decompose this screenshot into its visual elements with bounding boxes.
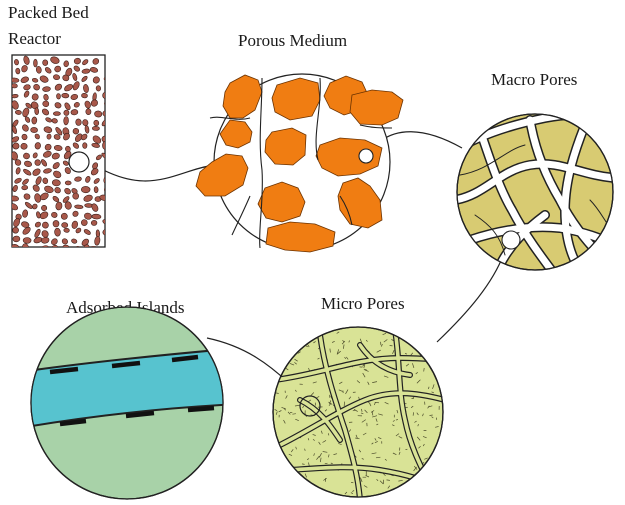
- pellet: [63, 116, 68, 125]
- pellet: [105, 58, 112, 66]
- adsorbed-islands: [20, 307, 240, 499]
- pellet: [96, 85, 101, 91]
- pellet: [75, 119, 81, 126]
- pellet: [55, 202, 62, 211]
- connector-reactor-to-porous: [89, 162, 215, 181]
- pellet: [23, 237, 31, 243]
- pellet: [21, 143, 28, 149]
- micro-pores-label: Micro Pores: [321, 294, 405, 313]
- pellet: [106, 128, 113, 133]
- pellet: [105, 84, 113, 92]
- pellet: [92, 214, 102, 219]
- pellet: [62, 93, 70, 98]
- pellet: [11, 83, 17, 88]
- pellet: [23, 153, 30, 159]
- pellet: [86, 109, 91, 115]
- pellet: [94, 186, 98, 192]
- macro-pores-label: Macro Pores: [491, 70, 577, 89]
- pellet: [43, 60, 48, 66]
- pellet: [71, 109, 79, 115]
- pellet: [31, 117, 37, 125]
- pellet: [53, 112, 60, 116]
- pellet: [13, 236, 21, 242]
- packed-bed-label-line2: Reactor: [8, 29, 61, 48]
- pellet: [72, 193, 78, 200]
- pellet: [81, 186, 90, 193]
- porous-medium-label: Porous Medium: [238, 31, 347, 50]
- pellet: [63, 245, 69, 249]
- micro-pores: [273, 327, 445, 500]
- reactor-zoom-spot: [69, 152, 89, 172]
- pellet: [30, 127, 37, 133]
- pellet: [10, 196, 19, 202]
- porous-medium: [196, 74, 403, 252]
- macro-zoom-spot: [502, 231, 520, 249]
- micro-speckle: [430, 415, 433, 416]
- packed-bed-reactor: [9, 55, 113, 255]
- micro-speckle: [330, 349, 331, 353]
- micro-speckle: [325, 463, 328, 464]
- pellet: [92, 126, 99, 130]
- pellet: [34, 59, 38, 67]
- pellet: [12, 227, 19, 234]
- pellet: [105, 247, 113, 255]
- micro-speckle: [413, 412, 414, 415]
- porous-zoom-spot: [359, 149, 373, 163]
- pellet: [83, 143, 88, 149]
- pellet: [91, 220, 97, 225]
- macro-pores: [455, 114, 620, 275]
- pellet: [105, 159, 112, 167]
- micro-speckle: [292, 414, 296, 415]
- micro-speckle: [424, 368, 425, 372]
- pellet: [94, 111, 102, 118]
- pellet: [42, 86, 50, 92]
- pellet: [106, 66, 112, 75]
- micro-speckle: [302, 464, 305, 465]
- pellet: [21, 185, 27, 190]
- pellet: [54, 228, 60, 236]
- pellet: [52, 179, 61, 186]
- pellet: [35, 108, 39, 115]
- pellet: [81, 93, 87, 98]
- pellet: [62, 222, 68, 227]
- pellet: [105, 236, 113, 246]
- pellet: [56, 93, 60, 99]
- packed-bed-label-line1: Packed Bed: [8, 3, 89, 22]
- pellet: [65, 181, 71, 185]
- pellet: [53, 220, 59, 227]
- micro-speckle: [387, 480, 390, 481]
- pellet: [12, 142, 19, 149]
- pellet: [102, 142, 107, 150]
